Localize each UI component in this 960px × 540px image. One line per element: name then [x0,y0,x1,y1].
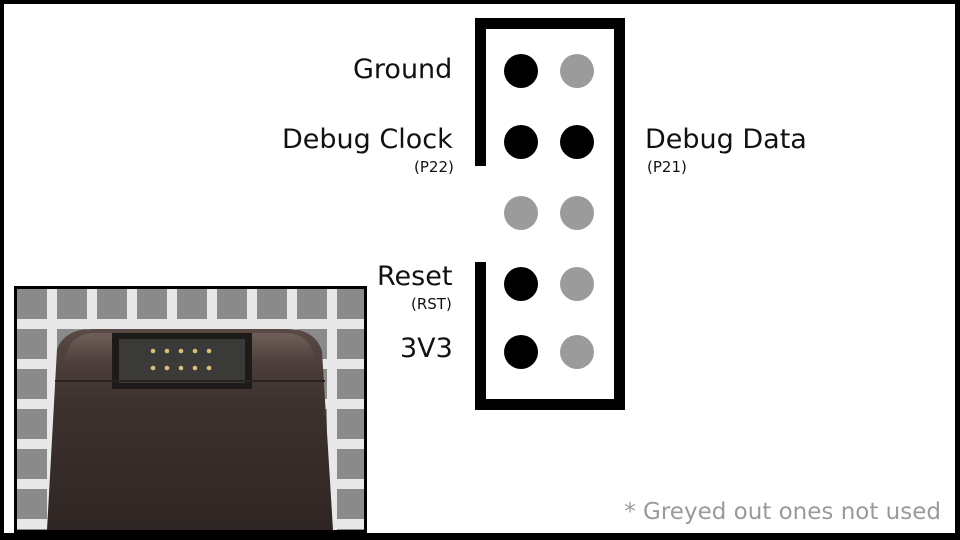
label-reset: Reset [377,261,453,292]
label-ground: Ground [353,54,453,85]
header-right-edge [614,18,625,410]
pin-r1-right [560,54,594,88]
label-debug-clock: Debug Clock [282,124,453,155]
label-debug-data: Debug Data [645,124,807,155]
legend-note: * Greyed out ones not used [624,499,941,525]
pin-r5-left [504,335,538,369]
header-left-upper-edge [475,18,486,166]
pin-r4-right [560,267,594,301]
header-top-edge [475,18,625,29]
label-3v3: 3V3 [400,333,453,364]
pin-r5-right [560,335,594,369]
label-debug-data-pin: (P21) [647,158,687,176]
connector-photo-icon [14,286,367,533]
pin-r2-right [560,125,594,159]
diagram-canvas: Ground Debug Clock (P22) Reset (RST) 3V3… [4,4,955,533]
header-left-lower-edge [475,262,486,410]
label-debug-clock-pin: (P22) [414,158,454,176]
pin-r3-right [560,196,594,230]
header-bottom-edge [475,399,625,410]
pin-r4-left [504,267,538,301]
pin-r2-left [504,125,538,159]
pin-r3-left [504,196,538,230]
pin-r1-left [504,54,538,88]
label-reset-pin: (RST) [411,295,452,313]
